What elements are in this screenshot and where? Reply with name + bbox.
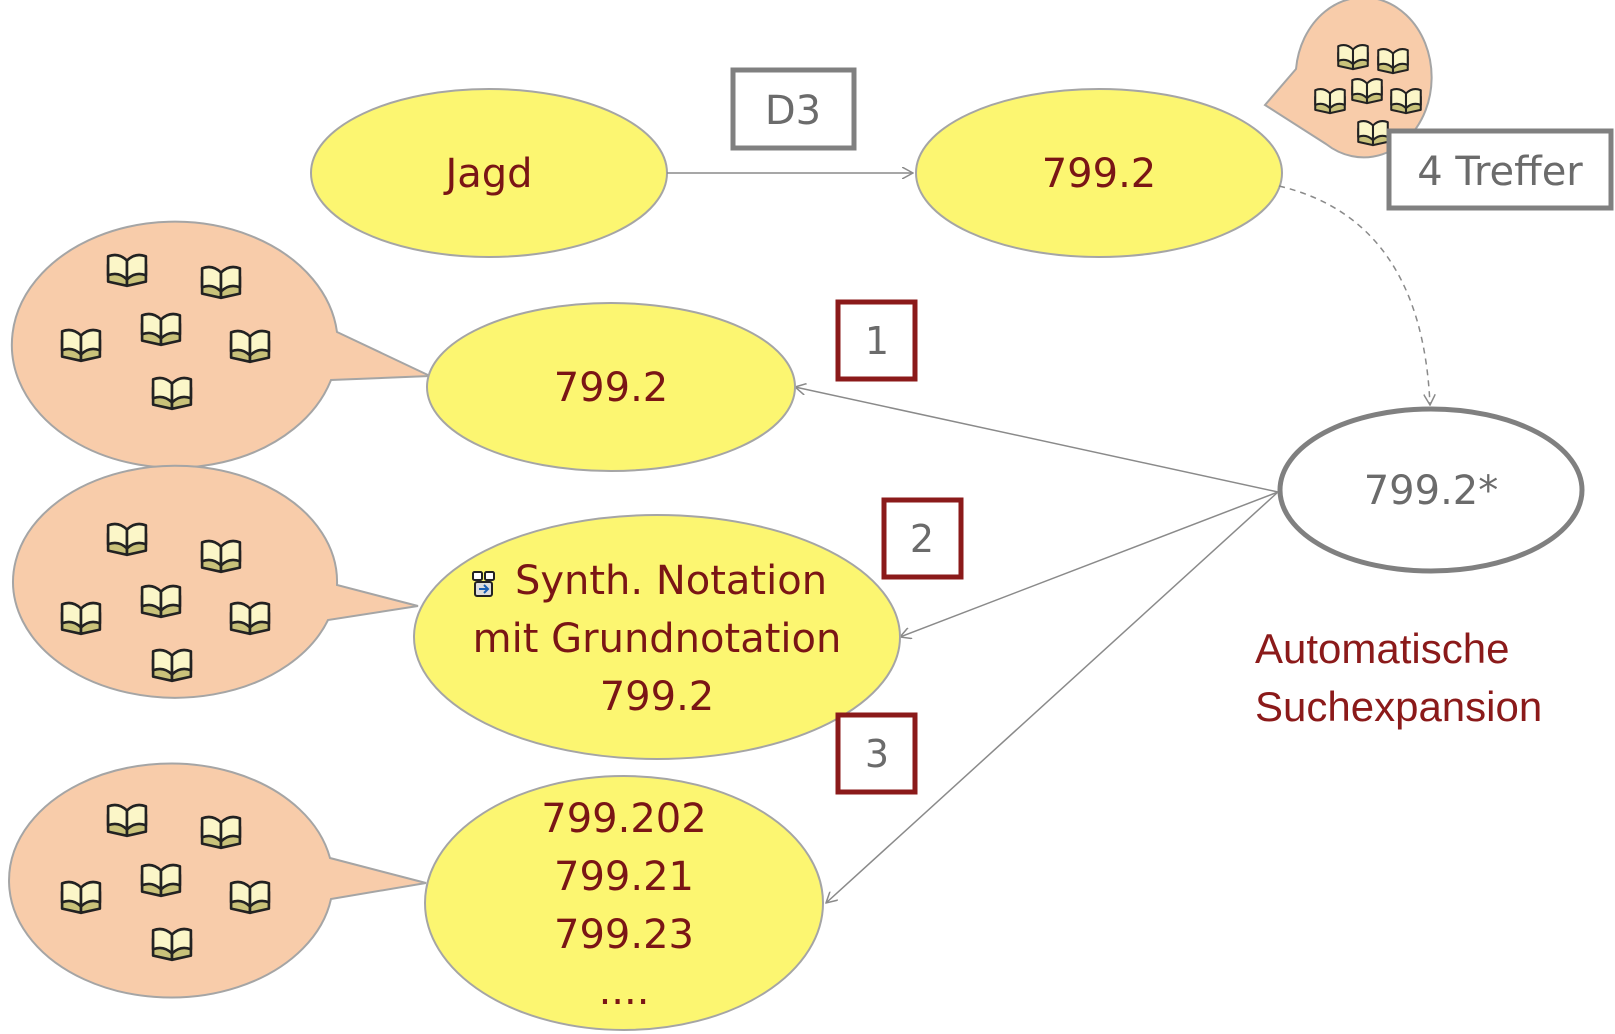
row3-line4: ....	[599, 968, 650, 1014]
row3-ellipse	[424, 775, 824, 1031]
book-icon	[140, 312, 182, 347]
book-icon	[106, 803, 148, 838]
arrow-to-row2	[900, 491, 1279, 637]
book-icon	[151, 648, 193, 683]
book-icon	[151, 927, 193, 962]
book-icon	[200, 265, 242, 300]
row3-line1: 799.202	[541, 796, 706, 842]
book-icon	[229, 329, 271, 364]
expansion-dashed-connector	[1278, 185, 1430, 405]
arrow-to-row1	[795, 387, 1279, 493]
notation-top-label: 799.2	[1042, 151, 1157, 197]
treffer-label: 4 Treffer	[1417, 149, 1583, 195]
row3-line3: 799.23	[554, 912, 694, 958]
book-icon	[1357, 120, 1389, 147]
book-icon	[1351, 78, 1383, 105]
book-icon	[106, 253, 148, 288]
book-icon	[1377, 48, 1409, 75]
book-icon	[140, 863, 182, 898]
badge-1-label: 1	[865, 319, 889, 363]
badge-3-label: 3	[865, 732, 889, 776]
jagd-label: Jagd	[442, 151, 532, 197]
d3-box	[730, 67, 857, 151]
row3-hits-bubble	[8, 762, 427, 999]
treffer-box	[1386, 128, 1614, 211]
row3-line2: 799.21	[554, 854, 694, 900]
book-icon	[106, 522, 148, 557]
row2-line1: Synth. Notation	[515, 558, 827, 604]
book-icon	[151, 376, 193, 411]
book-icon	[60, 328, 102, 363]
book-icon	[60, 601, 102, 636]
book-icon	[200, 815, 242, 850]
book-icon	[1337, 44, 1369, 71]
expansion-label: 799.2*	[1364, 468, 1499, 514]
caption-line2: Suchexpansion	[1255, 683, 1542, 730]
book-icon	[1314, 88, 1346, 115]
badge-1	[835, 299, 918, 382]
book-icon	[140, 584, 182, 619]
badge-3	[835, 712, 918, 795]
d3-label: D3	[765, 88, 821, 134]
book-icon	[229, 880, 271, 915]
book-icon	[1390, 88, 1422, 115]
row2-ellipse	[413, 514, 901, 760]
row2-line2: mit Grundnotation	[473, 616, 842, 662]
row1-ellipse	[426, 302, 796, 472]
arrow-to-row3	[826, 491, 1279, 903]
row2-hits-bubble	[12, 464, 419, 699]
book-icon	[60, 880, 102, 915]
top-hits-bubble	[1263, 0, 1433, 159]
expansion-ellipse	[1277, 406, 1585, 574]
book-icon	[200, 539, 242, 574]
badge-2	[881, 497, 964, 580]
row1-label: 799.2	[554, 365, 669, 411]
badge-2-label: 2	[910, 517, 934, 561]
caption-line1: Automatische	[1255, 625, 1509, 672]
notation-top-ellipse	[915, 88, 1283, 258]
book-icon	[229, 601, 271, 636]
row2-line3: 799.2	[600, 674, 715, 720]
synthesis-icon	[472, 571, 495, 597]
